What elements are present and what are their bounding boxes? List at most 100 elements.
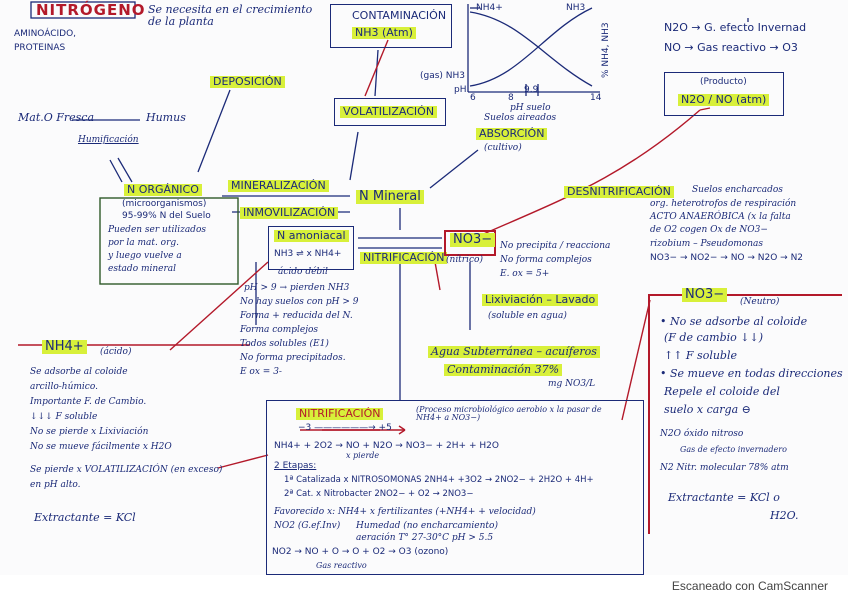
no3-note-1: No precipita / reacciona: [500, 242, 610, 251]
nh4-l6: No se mueve fácilmente x H2O: [30, 443, 172, 452]
mineralizacion-label: MINERALIZACIÓN: [228, 180, 329, 192]
agua-title: Agua Subterránea – acuíferos: [428, 346, 600, 358]
n-organico-l1: Pueden ser utilizados: [108, 226, 206, 235]
graph-left-label: (gas) NH3: [420, 72, 465, 81]
ph-note-1: pH > 9 → pierden NH3: [244, 284, 349, 293]
no3-right-topline: [650, 294, 842, 296]
nitrif-last: NO2 → NO + O → O + O2 → O3 (ozono): [272, 548, 448, 557]
n-mineral-label: N Mineral: [356, 190, 424, 204]
graph-x14: 14: [590, 94, 601, 103]
notes-page: +5 arrow --> NITRÓGENO Se necesita en el…: [0, 0, 848, 575]
nitrif-ox: −3 ——————→ +5: [298, 424, 392, 433]
contaminacion-title: CONTAMINACIÓN: [352, 10, 446, 22]
no3-right-extract: Extractante = KCl o: [668, 492, 780, 504]
nh4-extractante: Extractante = KCl: [34, 512, 136, 524]
producto-label: (Producto): [700, 78, 747, 87]
denit-title: DESNITRIFICACIÓN: [564, 186, 674, 198]
absorcion-title: ABSORCIÓN: [476, 128, 547, 140]
nh4-l3: Importante F. de Cambio.: [30, 398, 146, 407]
graph-x99: 9.9: [524, 86, 538, 95]
scanner-footer: Escaneado con CamScanner: [0, 575, 848, 599]
materia-humificacion: Humificación: [78, 136, 139, 145]
nitrif-e2: 2ª Cat. x Nitrobacter 2NO2− + O2 → 2NO3−: [284, 490, 473, 499]
n-organico-title: N ORGÁNICO: [124, 184, 202, 196]
nitrif-title: NITRIFICACIÓN: [296, 408, 383, 420]
materia-fresca: Mat.O Fresca: [18, 112, 94, 124]
nh4-l2: arcillo-húmico.: [30, 383, 98, 392]
deposicion-label: DEPOSICIÓN: [210, 76, 285, 88]
amoniacal-formula: NH3 ⇌ x NH4+: [274, 250, 341, 259]
no3-right-extract2: H2O.: [770, 510, 798, 522]
no3-sub: (nítrico): [446, 256, 483, 265]
agua-contam: Contaminación 37%: [444, 364, 562, 376]
graph-x6: 6: [470, 94, 476, 103]
n-organico-sub: (microorganismos): [122, 200, 206, 209]
nitrif-fav: Favorecido x: NH4+ x fertilizantes (+NH4…: [274, 508, 536, 517]
nh4-l4: ↓↓↓ F soluble: [30, 413, 97, 422]
n-organico-pct: 95-99% N del Suelo: [122, 212, 211, 221]
denit-l5: rizobium – Pseudomonas: [650, 240, 763, 249]
nitrif-eq: NH4+ + 2O2 → NO + N2O → NO3− + 2H+ + H2O: [274, 442, 499, 451]
inmovilizacion-label: INMOVILIZACIÓN: [240, 207, 338, 219]
denit-l4: de O2 cogen Ox de NO3−: [650, 226, 768, 235]
title-note: Se necesita en el crecimiento de la plan…: [148, 4, 318, 27]
no3-right-sub: (Neutro): [740, 298, 779, 307]
ph-note-6: No forma precipitados.: [240, 354, 346, 363]
nitrif-fav3: aeración T° 27-30°C pH > 5.5: [356, 534, 493, 543]
producto-value: N2O / NO (atm): [678, 94, 769, 106]
n-organico-l2: por la mat. org.: [108, 239, 179, 248]
no3-note-2: No forma complejos: [500, 256, 592, 265]
ph-note-5: Todos solubles (E1): [240, 340, 329, 349]
contaminacion-nh3: NH3 (Atm): [352, 27, 416, 39]
proteinas: PROTEINAS: [14, 44, 65, 53]
nitrif-e1: 1ª Catalizada x NITROSOMONAS 2NH4+ +3O2 …: [284, 476, 594, 485]
lixiviacion-sub: (soluble en agua): [488, 312, 567, 321]
no3-right-l6: suelo x carga ⊖: [664, 404, 751, 416]
absorcion-post: (cultivo): [484, 144, 522, 153]
no3-right-n2o: N2O óxido nitroso: [660, 430, 743, 439]
denit-l3: ACTO ANAERÓBICA (x la falta: [650, 213, 791, 222]
nh4-l7: Se pierde x VOLATILIZACIÓN (en exceso): [30, 466, 222, 475]
no3-right-l1: • No se adsorbe al coloide: [660, 316, 807, 328]
ph-note-7: E ox = 3-: [240, 368, 282, 377]
amoniacal-sub: ácido débil: [278, 268, 328, 277]
ph-note-2: No hay suelos con pH > 9: [240, 298, 359, 307]
no3-right-l3: ↑↑ F soluble: [664, 350, 737, 362]
title-nitrogeno: NITRÓGENO: [36, 3, 146, 19]
no3-right-l5: Repele el coloide del: [664, 386, 780, 398]
nitrif-last2: Gas reactivo: [316, 562, 367, 570]
nitrif-no2: NO2 (G.ef.Inv): [274, 522, 340, 531]
nh4-l1: Se adsorbe al coloide: [30, 368, 128, 377]
graph-nh3-top: NH3: [566, 4, 585, 13]
nh4-l8: en pH alto.: [30, 481, 80, 490]
nh4-sub: (ácido): [100, 348, 132, 357]
absorcion-pre: Suelos aireados: [484, 114, 556, 123]
graph-ph-label: pH: [454, 86, 466, 95]
lixiviacion-title: Lixiviación – Lavado: [482, 294, 598, 306]
aminoacidos: AMINOÁCIDO,: [14, 30, 76, 39]
agua-unit: mg NO3/L: [548, 380, 595, 389]
footer-text: Escaneado con CamScanner: [672, 579, 828, 593]
ph-note-3: Forma + reducida del N.: [240, 312, 353, 321]
denit-l2: org. heterotrofos de respiración: [650, 200, 796, 209]
graph-nh4-label: NH4+: [476, 4, 503, 13]
n-organico-l3: y luego vuelve a: [108, 252, 182, 261]
no3-right-l4: • Se mueve en todas direcciones: [660, 368, 843, 380]
denit-l1: Suelos encharcados: [692, 186, 783, 195]
nh4-title: NH4+: [42, 340, 87, 354]
amoniacal-title: N amoniacal: [274, 230, 349, 242]
no3-title: NO3−: [450, 233, 495, 247]
nitrif-eq-note: x pierde: [346, 452, 379, 460]
effect-n2o: N2O → G. efecto Invernad: [664, 22, 806, 34]
no3-note-3: E. ox = 5+: [500, 270, 549, 279]
no3-right-n2o2: Gas de efecto invernadero: [680, 446, 787, 454]
no3-right-title: NO3−: [682, 288, 727, 302]
nitrif-title-note: (Proceso microbiológico aerobio x la pas…: [416, 406, 606, 423]
graph-ylabel: % NH4, NH3: [602, 22, 611, 78]
nitrificacion-label: NITRIFICACIÓN: [360, 252, 447, 264]
no3-right-n2: N2 Nitr. molecular 78% atm: [660, 464, 789, 473]
no3-right-l2: (F de cambio ↓↓): [664, 332, 763, 344]
denit-l6: NO3− → NO2− → NO → N2O → N2: [650, 254, 803, 263]
volatilizacion-label: VOLATILIZACIÓN: [340, 106, 437, 118]
nh4-l5: No se pierde x Lixiviación: [30, 428, 148, 437]
